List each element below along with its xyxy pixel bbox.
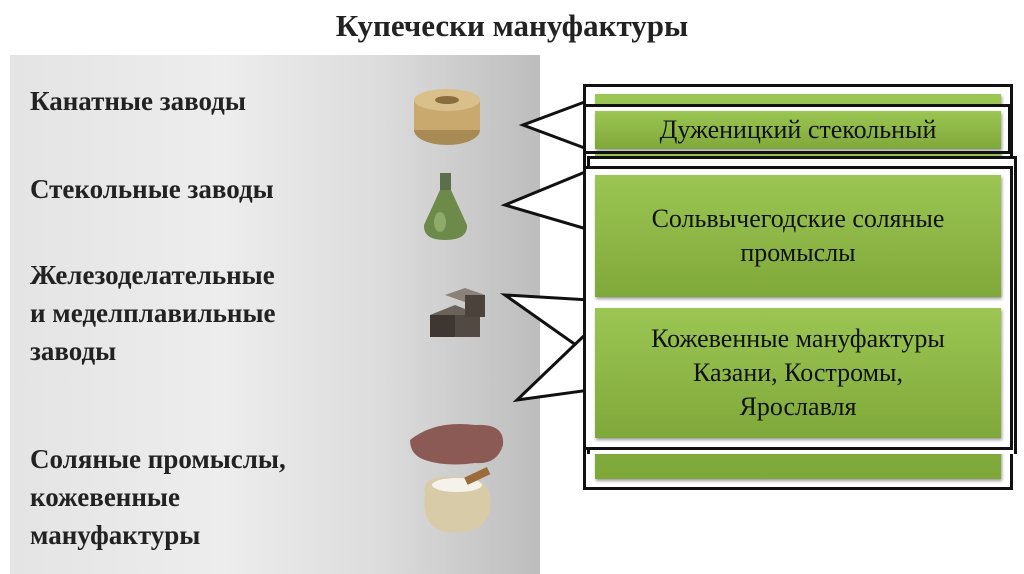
metal-ingots-icon <box>430 288 485 337</box>
slide-title: Купечески мануфактуры <box>335 8 689 43</box>
category-salt-leather: Соляные промыслы, кожевенные мануфактуры <box>30 444 286 550</box>
leather-callout: Кожевенные мануфактуры Казани, Костромы,… <box>595 308 1001 438</box>
glass-flask-icon <box>423 173 468 240</box>
category-iron: Железоделательные и меделплавильные заво… <box>30 260 276 366</box>
rope-icon <box>414 89 480 145</box>
category-rope: Канатные заводы <box>30 86 246 116</box>
glass-callout-text: Дуженицкий стекольный <box>595 111 1001 149</box>
callout-box-glass: Дуженицкий стекольный <box>583 104 1011 154</box>
salt-callout: Сольвычегодские соляные промыслы <box>595 175 1001 297</box>
callout-box-front: Сольвычегодские соляные промыслы Кожевен… <box>583 166 1013 450</box>
category-glass: Стекольные заводы <box>30 174 274 204</box>
leather-and-salt-sack-icon <box>410 424 504 533</box>
